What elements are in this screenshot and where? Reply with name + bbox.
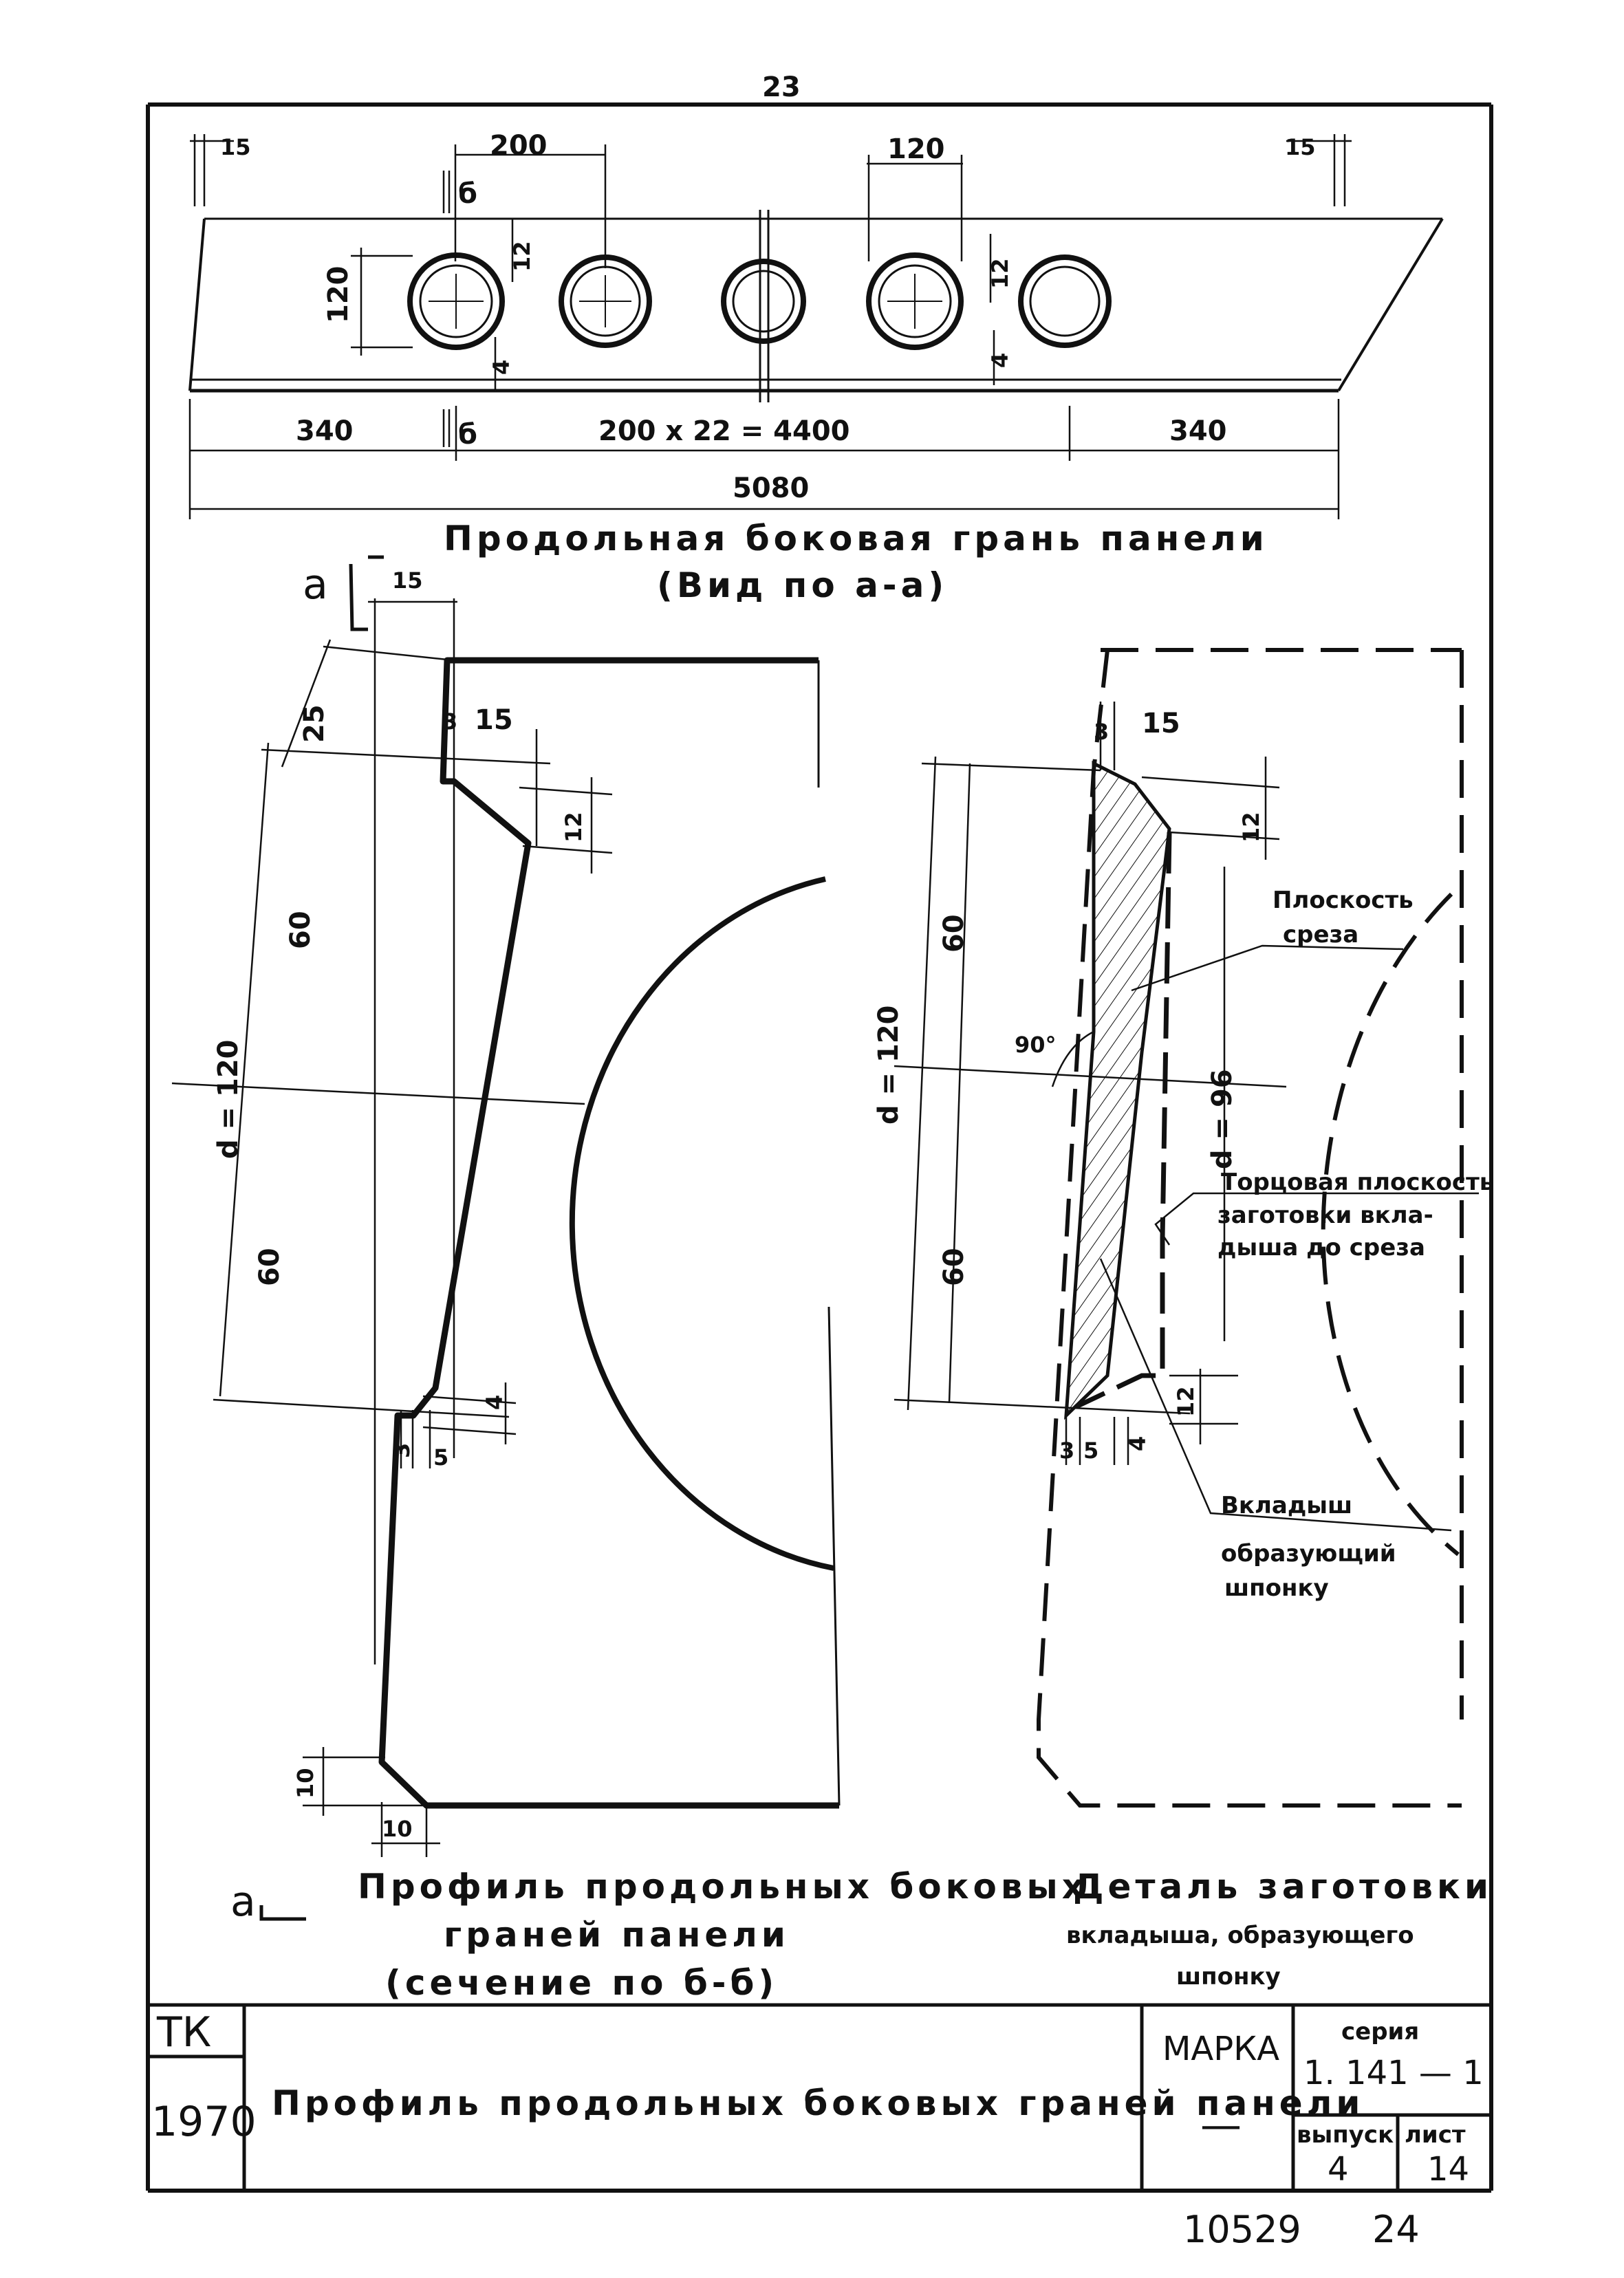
dim-d120: d = 120 (213, 1040, 244, 1160)
profile-section: а а 15 (171, 555, 1088, 2003)
detail-dim-3-bottom: 3 (1059, 1438, 1074, 1464)
dim-340-left: 340 (296, 415, 354, 447)
detail-dim-12-top: 12 (1238, 812, 1264, 843)
detail-section: 3 15 12 60 d = 120 90° d = 96 60 12 3 5 … (873, 648, 1494, 1990)
section-mark-bottom: б (458, 419, 477, 451)
detail-blank-outline (1037, 648, 1464, 1808)
dim-340-right: 340 (1169, 415, 1227, 447)
label-insert-1: Вкладыш (1221, 1492, 1352, 1519)
org-code: ТК (156, 2008, 211, 2057)
title-block: ТК 1970 Профиль продольных боковых гране… (148, 2003, 1491, 2191)
section-mark-a-bottom: а (230, 1878, 256, 1926)
dim-middle: 200 х 22 = 4400 (598, 415, 850, 447)
profile-dimension-lines (171, 598, 613, 1857)
detail-dim-4: 4 (1125, 1436, 1151, 1451)
void-circle (866, 252, 964, 350)
label-plane-2: среза (1283, 921, 1358, 948)
dim-60-bottom: 60 (254, 1248, 285, 1286)
section-mark-a (259, 555, 384, 1921)
profile-caption-1: Профиль продольных боковых (358, 1867, 1088, 1907)
profile-caption-2: граней панели (444, 1915, 790, 1955)
section-mark-top: б (458, 178, 477, 210)
label-plane-1: Плоскость (1273, 887, 1414, 914)
detail-dim-d96: d = 96 (1206, 1069, 1238, 1169)
dim-10-v: 10 (292, 1768, 318, 1799)
label-end-1: Торцовая плоскость (1221, 1169, 1494, 1196)
detail-dim-60-bottom: 60 (938, 1248, 970, 1286)
year: 1970 (151, 2098, 257, 2146)
detail-dim-60-top: 60 (938, 914, 970, 953)
void-circle (559, 254, 652, 348)
detail-dim-12-bottom: 12 (1173, 1386, 1199, 1417)
marka-label: МАРКА (1162, 2030, 1279, 2068)
dim-12-b: 12 (987, 258, 1013, 289)
footer-page: 24 (1372, 2208, 1420, 2251)
panel-face (188, 217, 1444, 393)
dim-total: 5080 (733, 473, 809, 504)
bottom-dimension-lines (188, 399, 1340, 519)
dim-3-top: 3 (442, 708, 457, 735)
leader-lines (1099, 944, 1479, 1532)
detail-caption-1: Деталь заготовки (1073, 1867, 1493, 1907)
detail-angle: 90° (1015, 1032, 1057, 1058)
dim-25: 25 (299, 704, 330, 743)
dim-120-height: 120 (323, 266, 354, 324)
top-view-caption: Продольная боковая грань панели (444, 519, 1268, 558)
detail-caption-2: вкладыша, образующего (1066, 1922, 1414, 1949)
dim-12: 12 (561, 812, 587, 843)
detail-dimension-lines (894, 702, 1287, 1465)
sheet-label: лист (1405, 2121, 1466, 2149)
dim-4-b: 4 (987, 353, 1013, 368)
detail-dim-5: 5 (1083, 1438, 1098, 1464)
top-view-subcaption: (Вид по а-а) (657, 565, 948, 605)
void-circle (721, 259, 806, 344)
dim-15-left: 15 (220, 134, 251, 160)
dim-12-a: 12 (509, 241, 535, 272)
top-view: 15 200 120 15 б 120 12 4 12 4 340 б 200 … (188, 130, 1444, 605)
series-value: 1. 141 — 1 (1303, 2054, 1484, 2092)
dim-4: 4 (481, 1395, 508, 1410)
label-end-2: заготовки вкла- (1217, 1202, 1433, 1229)
detail-dim-3-top: 3 (1094, 719, 1109, 745)
sheet-frame (146, 102, 1493, 2193)
dim-10-h: 10 (382, 1816, 413, 1842)
issue-label: выпуск (1297, 2121, 1394, 2149)
detail-dim-15: 15 (1142, 708, 1180, 739)
dim-200: 200 (490, 130, 548, 162)
label-insert-2: образующий (1221, 1540, 1396, 1568)
footer-code: 10529 (1183, 2208, 1301, 2251)
series-label: серия (1341, 2018, 1419, 2046)
top-dimension-lines (190, 134, 1352, 392)
label-insert-3: шпонку (1224, 1574, 1329, 1602)
dim-15-top: 15 (392, 567, 423, 594)
dim-4-a: 4 (488, 360, 515, 375)
section-mark-a-top: а (303, 561, 328, 609)
profile-outline (378, 657, 841, 1809)
sheet-value: 14 (1427, 2150, 1469, 2189)
label-end-3: дыша до среза (1217, 1234, 1425, 1261)
detail-caption-3: шпонку (1176, 1963, 1281, 1990)
dim-120-spacing: 120 (887, 133, 945, 165)
marka-value: — (1200, 2101, 1242, 2149)
dim-3-bottom: 3 (389, 1443, 415, 1458)
drawing-title: Профиль продольных боковых граней панели (272, 2083, 1364, 2123)
dim-15-right: 15 (1285, 134, 1316, 160)
dim-60-top: 60 (285, 911, 316, 949)
void-circle (407, 252, 505, 350)
profile-caption-3: (сечение по б-б) (385, 1963, 778, 2003)
issue-value: 4 (1328, 2150, 1349, 2189)
insert-hatched (1064, 760, 1172, 1420)
detail-dim-d120: d = 120 (873, 1006, 905, 1125)
dim-15-mid: 15 (475, 704, 513, 736)
break-line (759, 210, 770, 402)
void-circle (1018, 254, 1112, 348)
dim-5: 5 (433, 1444, 448, 1471)
page-number: 23 (762, 72, 801, 103)
